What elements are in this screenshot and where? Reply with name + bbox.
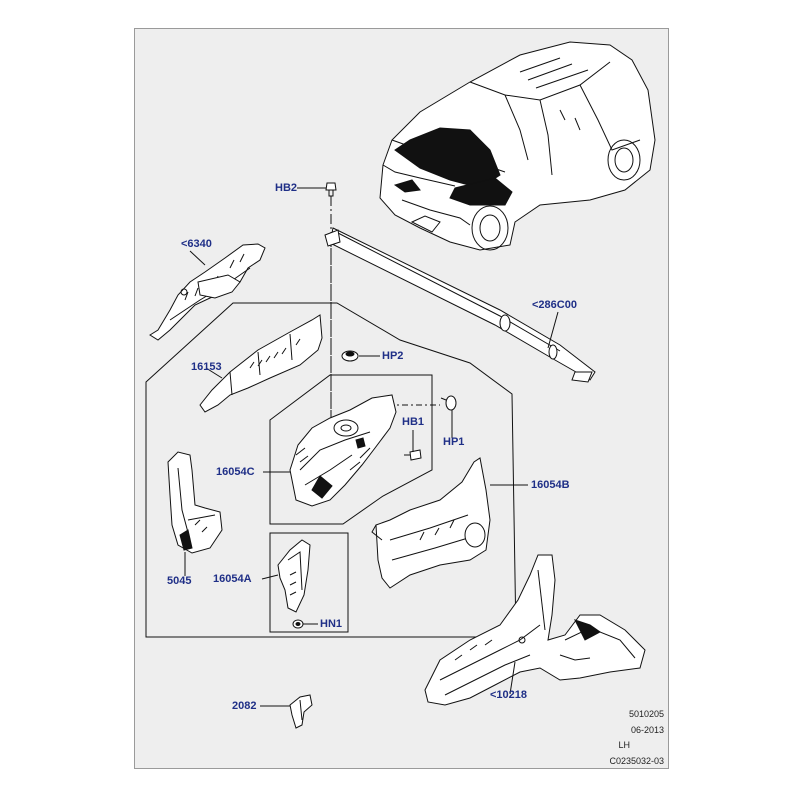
group-outline-16054a bbox=[269, 532, 349, 633]
callout-286c00: <286C00 bbox=[532, 299, 577, 311]
strut-brace-bar bbox=[324, 227, 596, 383]
part-16054a bbox=[277, 539, 311, 613]
part-16054b bbox=[371, 457, 491, 589]
vehicle-illustration bbox=[379, 41, 656, 251]
part-16054c bbox=[289, 394, 397, 507]
callout-hb2: HB2 bbox=[275, 182, 298, 194]
callout-16054a: 16054A bbox=[213, 573, 252, 585]
part-2082 bbox=[289, 694, 313, 729]
plug-hp2 bbox=[341, 350, 359, 362]
plug-hp1 bbox=[440, 395, 457, 411]
callout-2082: 2082 bbox=[232, 700, 257, 712]
callout-5045: 5045 bbox=[167, 575, 192, 587]
callout-hp2: HP2 bbox=[382, 350, 404, 362]
group-outline-16054c bbox=[269, 374, 433, 525]
callout-10218: <10218 bbox=[490, 689, 528, 701]
part-6340 bbox=[149, 243, 266, 341]
part-16153 bbox=[199, 314, 323, 413]
diagram-code: C0235032-03 bbox=[609, 756, 664, 766]
callout-hn1: HN1 bbox=[320, 618, 343, 630]
group-outline-16054b bbox=[145, 302, 517, 638]
bolt-hb2 bbox=[325, 182, 337, 197]
callout-16054b: 16054B bbox=[531, 479, 570, 491]
callout-16153: 16153 bbox=[191, 361, 222, 373]
nut-hn1 bbox=[292, 619, 304, 629]
diagram-date: 06-2013 bbox=[630, 725, 664, 735]
part-5045 bbox=[167, 451, 223, 554]
callout-16054c: 16054C bbox=[216, 466, 255, 478]
callout-hp1: HP1 bbox=[443, 436, 465, 448]
diagram-part-number: 5010205 bbox=[628, 709, 664, 719]
diagram-side: LH bbox=[618, 740, 630, 750]
bolt-hb1 bbox=[404, 449, 422, 461]
part-10218 bbox=[424, 554, 646, 706]
callout-6340: <6340 bbox=[181, 238, 212, 250]
leader-lines bbox=[184, 187, 559, 707]
callout-hb1: HB1 bbox=[402, 416, 425, 428]
